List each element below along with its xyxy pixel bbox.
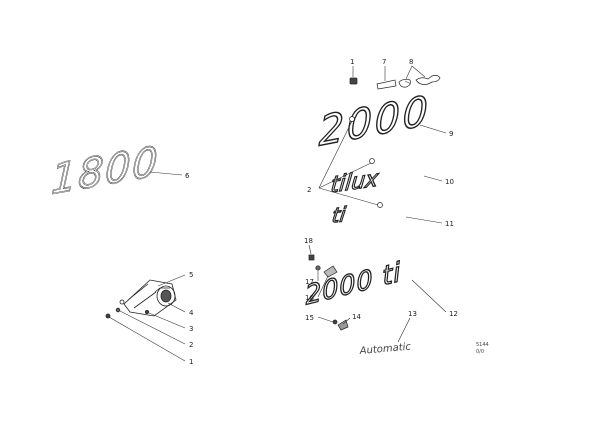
callout-17: 17: [305, 278, 314, 286]
callout-10: 10: [445, 178, 454, 186]
callout-9: 9: [449, 130, 453, 138]
callout-7: 7: [382, 58, 386, 66]
emblem-1800-text-inner: 1800: [51, 136, 161, 204]
callout-5: 5: [189, 271, 193, 279]
emblem-2000ti-text: 2000 ti: [304, 257, 402, 311]
small-parts-top: [349, 74, 441, 90]
emblem-automatic-text: Automatic: [358, 342, 412, 358]
emblem-2000-text: 2000: [319, 86, 432, 156]
callout-11: 11: [445, 220, 454, 228]
fasteners-right: [308, 254, 349, 331]
callout-16: 16: [305, 294, 314, 302]
leader-11: [405, 216, 443, 224]
callout-3: 3: [189, 325, 193, 333]
emblem-2000: 2000: [318, 85, 432, 157]
callout-4: 4: [189, 309, 194, 317]
callout-18: 18: [304, 237, 313, 245]
drawing-code-line1: 5144: [476, 342, 489, 348]
top-leaders: [352, 65, 426, 81]
leader-13: [397, 317, 411, 343]
callout-12: 12: [449, 310, 458, 318]
emblem-ti: ti: [330, 202, 348, 229]
callout-14: 14: [352, 313, 361, 321]
callout-15: 15: [305, 314, 314, 322]
leaders-2: [318, 120, 379, 206]
callout-2-left: 2: [189, 341, 193, 349]
mount-bracket: [105, 279, 177, 319]
leader-9: [419, 124, 447, 134]
drawing-code-line2: 0/0: [476, 349, 484, 355]
emblem-automatic: Automatic: [358, 342, 412, 358]
leader-12: [411, 279, 447, 313]
callout-8: 8: [409, 58, 413, 66]
callout-6: 6: [185, 172, 190, 180]
emblem-ti-text: ti: [330, 202, 347, 228]
emblem-2000ti: 2000 ti: [304, 257, 403, 312]
callout-13: 13: [408, 310, 417, 318]
emblem-1800: 1800 1800: [50, 136, 161, 205]
bracket-leaders: [108, 274, 186, 362]
leader-6: [149, 171, 183, 176]
callout-1-left: 1: [189, 358, 193, 366]
leader-10: [423, 175, 443, 182]
fastener-leaders: [308, 244, 351, 325]
callout-2: 2: [307, 186, 311, 194]
callout-1: 1: [350, 58, 354, 66]
